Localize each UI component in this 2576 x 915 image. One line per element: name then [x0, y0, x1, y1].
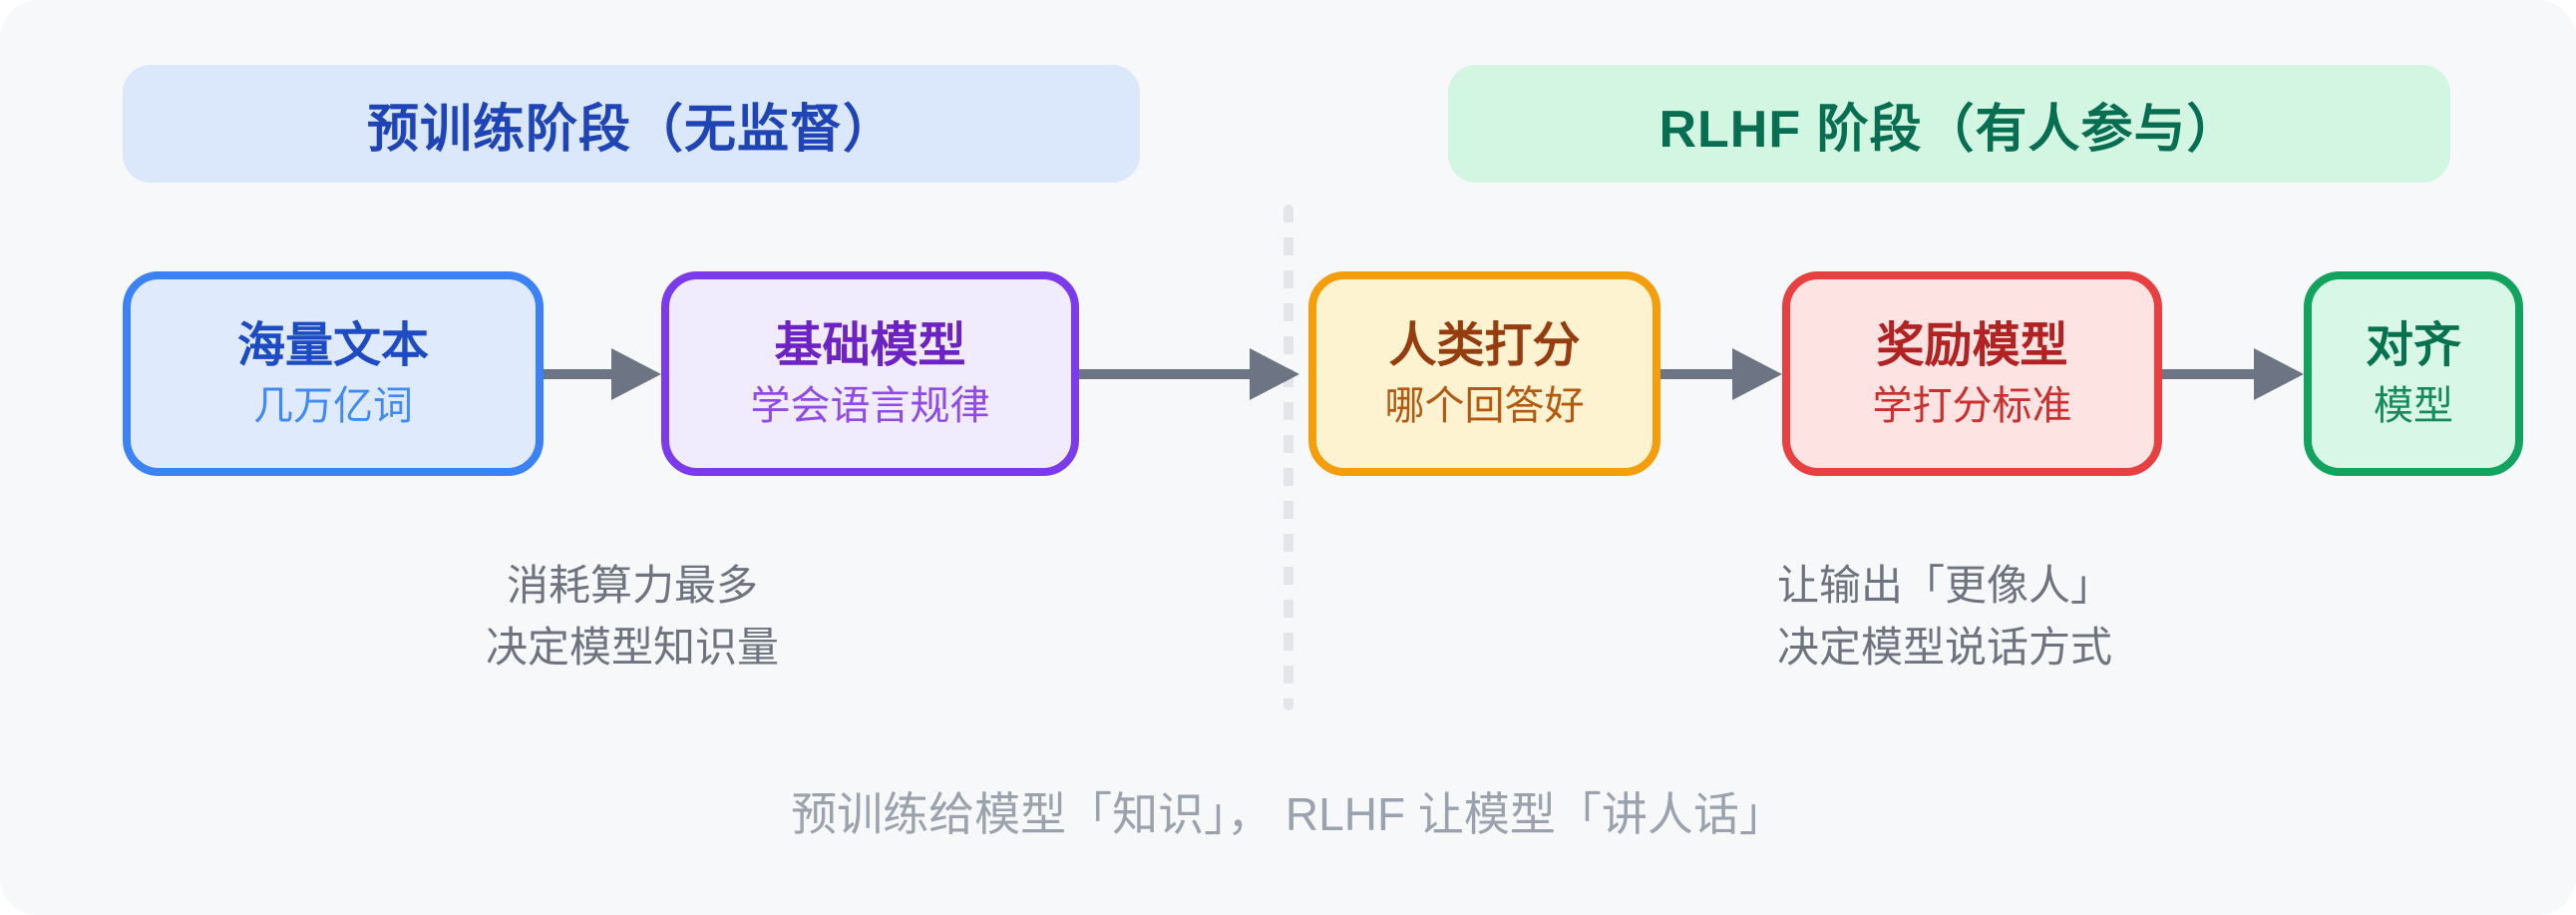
stage-title: 人类打分 — [1388, 318, 1581, 372]
stage-box-base-model: 基础模型 学会语言规律 — [661, 271, 1079, 476]
stage-box-human-rating: 人类打分 哪个回答好 — [1308, 271, 1660, 476]
arrow-head — [611, 348, 661, 400]
arrow-shaft — [2162, 369, 2254, 379]
stage-box-reward-model: 奖励模型 学打分标准 — [1782, 271, 2162, 476]
stage-subtitle: 学会语言规律 — [750, 383, 990, 428]
pretrain-stage-header-label: 预训练阶段（无监督） — [366, 100, 896, 159]
stage-subtitle: 学打分标准 — [1872, 383, 2072, 428]
stage-subtitle: 哪个回答好 — [1384, 383, 1585, 428]
rlhf-note-line1: 让输出「更像人」 — [1776, 562, 2112, 609]
stage-box-aligned-model: 对齐 模型 — [2304, 271, 2523, 476]
pretrain-note: 消耗算力最多 决定模型知识量 — [303, 555, 961, 679]
stage-box-massive-text: 海量文本 几万亿词 — [123, 271, 544, 476]
stage-title: 基础模型 — [774, 318, 966, 372]
pretrain-note-line2: 决定模型知识量 — [485, 624, 779, 671]
rlhf-stage-header: RLHF 阶段（有人参与） — [1448, 65, 2450, 183]
pretrain-note-line1: 消耗算力最多 — [506, 562, 758, 609]
stage-subtitle: 模型 — [2374, 383, 2453, 428]
stage-title: 对齐 — [2365, 318, 2461, 372]
rlhf-note-line2: 决定模型说话方式 — [1776, 624, 2112, 671]
arrow-shaft — [1660, 369, 1732, 379]
stage-title: 奖励模型 — [1876, 318, 2068, 372]
arrow-head — [2254, 348, 2304, 400]
stage-subtitle: 几万亿词 — [253, 383, 413, 428]
pretrain-stage-header: 预训练阶段（无监督） — [123, 65, 1140, 183]
stage-title: 海量文本 — [236, 318, 429, 372]
arrow-shaft — [544, 369, 611, 379]
stage-divider — [1284, 205, 1293, 710]
arrow-shaft — [1079, 369, 1250, 379]
arrow-head — [1732, 348, 1782, 400]
rlhf-note: 让输出「更像人」 决定模型说话方式 — [1616, 555, 2274, 679]
bottom-caption: 预训练给模型「知识」， RLHF 让模型「讲人话」 — [791, 788, 1785, 840]
rlhf-stage-header-label: RLHF 阶段（有人参与） — [1658, 100, 2240, 159]
arrow-head — [1250, 348, 1299, 400]
